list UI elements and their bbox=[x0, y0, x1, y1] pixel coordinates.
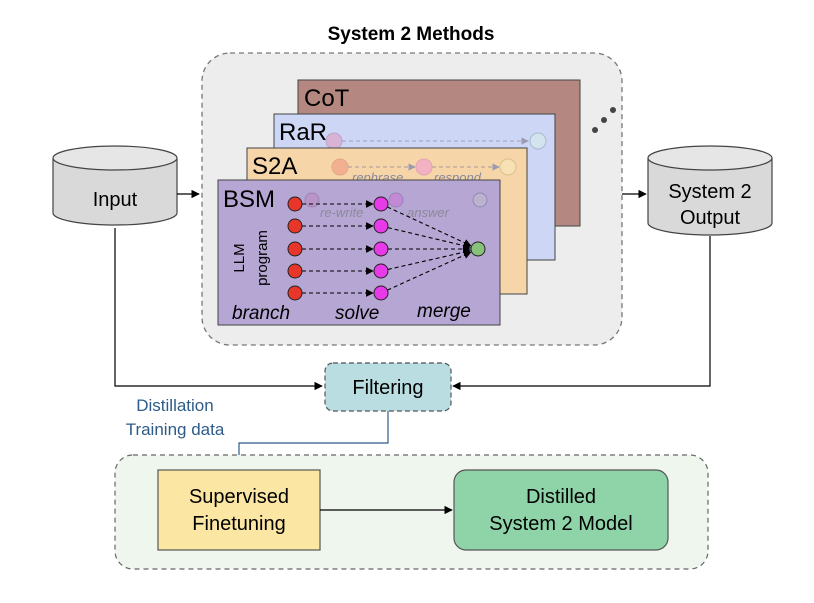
input-label: Input bbox=[93, 189, 138, 211]
s2a-node bbox=[472, 192, 488, 208]
solve-to-merge-edge bbox=[387, 206, 472, 247]
s2a-step-rewrite: re-write bbox=[320, 205, 363, 220]
s2a-node bbox=[499, 158, 517, 176]
solve-to-merge-edge bbox=[387, 227, 471, 250]
filtering-to-sft-arrow bbox=[234, 411, 389, 467]
branch-node bbox=[287, 218, 303, 234]
bsm-side-program: program bbox=[254, 230, 271, 286]
branch-node bbox=[287, 196, 303, 212]
input-cylinder: Input bbox=[52, 145, 178, 226]
bsm-stage-branch: branch bbox=[232, 303, 290, 324]
solve-node bbox=[373, 263, 389, 279]
rar-label: RaR bbox=[279, 119, 327, 146]
more-methods-icon bbox=[592, 107, 616, 133]
cot-label: CoT bbox=[304, 85, 350, 112]
solve-to-merge-edge bbox=[387, 251, 472, 291]
output-label-line2: Output bbox=[680, 207, 740, 229]
s2a-node bbox=[331, 158, 349, 176]
output-label-line1: System 2 bbox=[668, 181, 751, 203]
distillation-label-line1: Distillation bbox=[136, 396, 213, 415]
bsm-card: BSM re-write answer LLM program branch s… bbox=[217, 179, 501, 326]
s2a-label: S2A bbox=[252, 153, 297, 180]
s2a-node bbox=[388, 192, 404, 208]
solve-node bbox=[373, 285, 389, 301]
bsm-side-llm: LLM bbox=[231, 243, 248, 272]
rar-node bbox=[325, 132, 343, 150]
distilled-label-line1: Distilled bbox=[526, 486, 596, 508]
bsm-label: BSM bbox=[223, 186, 275, 213]
output-cylinder: System 2 Output bbox=[647, 145, 773, 236]
sft-label-line2: Finetuning bbox=[192, 513, 285, 535]
distilled-label-line2: System 2 Model bbox=[489, 513, 632, 535]
s2a-step-answer: answer bbox=[407, 205, 450, 220]
branch-node bbox=[287, 285, 303, 301]
sft-label-line1: Supervised bbox=[189, 486, 289, 508]
input-to-filtering-arrow bbox=[114, 228, 323, 391]
filtering-label: Filtering bbox=[352, 377, 423, 399]
bsm-stage-solve: solve bbox=[335, 303, 379, 324]
distillation-label-line2: Training data bbox=[126, 420, 225, 439]
solve-node bbox=[373, 196, 389, 212]
rar-node bbox=[529, 132, 547, 150]
solve-node bbox=[373, 218, 389, 234]
solve-to-merge-edge bbox=[387, 248, 471, 270]
solve-node bbox=[373, 241, 389, 257]
output-to-filtering-arrow bbox=[452, 236, 711, 391]
filtering-box: Filtering bbox=[324, 362, 452, 412]
distilled-model-box: Distilled System 2 Model bbox=[453, 469, 669, 551]
bsm-graph bbox=[287, 196, 486, 301]
sft-box: Supervised Finetuning bbox=[157, 469, 321, 551]
bsm-stage-merge: merge bbox=[417, 301, 471, 322]
s2a-node bbox=[304, 192, 320, 208]
branch-node bbox=[287, 241, 303, 257]
diagram-title: System 2 Methods bbox=[328, 24, 495, 45]
merge-node bbox=[470, 241, 486, 257]
branch-node bbox=[287, 263, 303, 279]
s2a-node bbox=[415, 158, 433, 176]
